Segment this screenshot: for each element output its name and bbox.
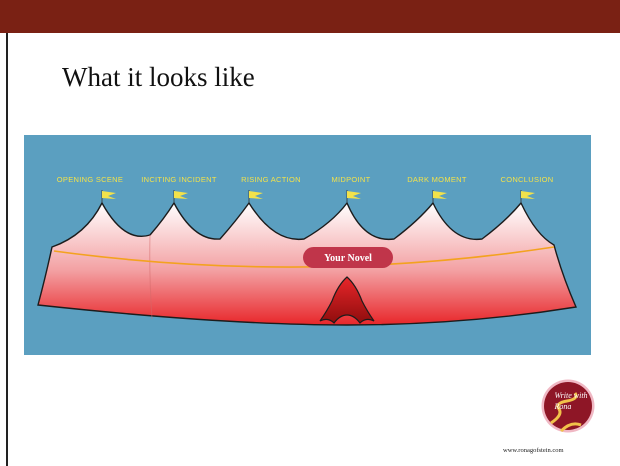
left-rule [6,33,8,466]
top-bar [0,0,620,33]
logo-text-line2: Rona [554,402,572,411]
stage-label-conclusion: CONCLUSION [500,175,553,184]
stage-label-opening-scene: OPENING SCENE [57,175,123,184]
stage-label-dark-moment: DARK MOMENT [407,175,467,184]
novel-label: Your Novel [324,253,372,264]
circus-tent-figure: OPENING SCENE INCITING INCIDENT RISING A… [24,135,591,355]
write-with-rona-logo: Write with Rona [541,379,595,433]
slide-title: What it looks like [62,62,255,93]
logo-text-line1: Write with [554,391,587,400]
website-url: www.ronagofstein.com [503,447,564,454]
stage-label-midpoint: MIDPOINT [331,175,370,184]
stage-label-inciting-incident: INCITING INCIDENT [141,175,217,184]
stage-label-rising-action: RISING ACTION [241,175,301,184]
